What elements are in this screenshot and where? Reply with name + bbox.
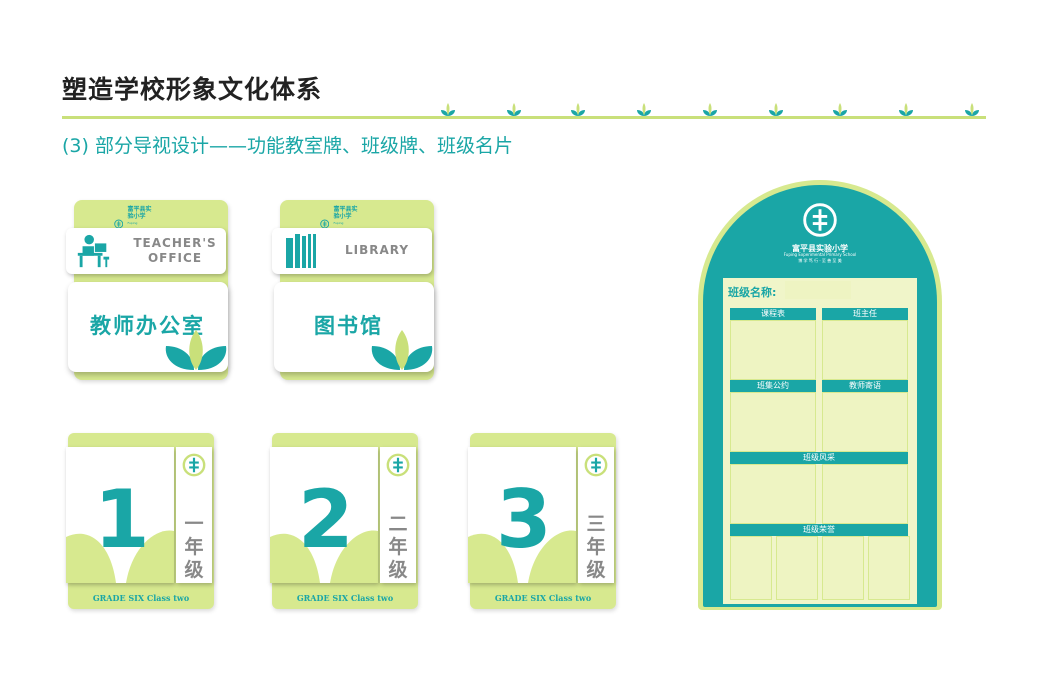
sign-chinese-label: 图书馆 <box>314 314 383 338</box>
grade-footer: GRADE SIX Class two <box>92 593 190 603</box>
section-panel-schedule <box>730 320 816 380</box>
grade-name: 一年级 <box>184 513 204 581</box>
class-name-field <box>785 281 851 299</box>
sprout-icon <box>964 101 980 117</box>
title-divider <box>62 116 986 119</box>
leaf-decoration-icon <box>165 330 227 370</box>
sign-english-strip: TEACHER'S OFFICE <box>66 228 226 274</box>
teacher-desk-icon <box>77 234 110 268</box>
page-title: 塑造学校形象文化体系 <box>62 75 323 104</box>
class-name-label: 班级名称: <box>728 286 777 299</box>
sprout-icon <box>636 101 652 117</box>
section-panel-teacher-message <box>822 392 908 452</box>
section-panel-showcase-left <box>730 464 816 524</box>
sprout-icon <box>702 101 718 117</box>
grade-number-panel: 3 <box>468 447 576 583</box>
sign-main-panel: 图书馆 <box>274 282 434 372</box>
grade-number-panel: 2 <box>270 447 378 583</box>
grade-footer: GRADE SIX Class two <box>296 593 394 603</box>
sign-main-panel: 教师办公室 <box>68 282 228 372</box>
class-bulletin-board: 富平县实验小学 Fuping Experimental Primary Scho… <box>698 180 942 610</box>
sprout-icon <box>440 101 456 117</box>
board-school-motto: 博 学 笃 行 · 至 善 至 美 <box>798 258 842 263</box>
grade-side-panel <box>380 447 416 583</box>
school-logo-icon <box>386 453 410 477</box>
leaf-background-icon <box>66 530 174 583</box>
section-panel-honor-1 <box>730 536 772 600</box>
section-header-class-honors: 班级荣誉 <box>730 524 908 536</box>
sprout-icon <box>832 101 848 117</box>
board-school-english-name: Fuping Experimental Primary School <box>783 252 857 257</box>
grade-footer: GRADE SIX Class two <box>494 593 592 603</box>
leaf-background-icon <box>468 530 576 583</box>
section-header-teacher-message: 教师寄语 <box>822 380 908 392</box>
section-panel-honor-4 <box>868 536 910 600</box>
grade-number: 1 <box>94 473 150 566</box>
school-logo-icon <box>803 203 837 237</box>
grade-name: 三年级 <box>586 513 606 581</box>
sign-english-label: TEACHER'S OFFICE <box>133 236 217 265</box>
sprout-icon <box>570 101 586 117</box>
grade-sign-1: 1 一年级 GRADE SIX Class two <box>66 433 214 609</box>
grade-number-panel: 1 <box>66 447 174 583</box>
school-logo-icon <box>114 219 124 228</box>
sprout-icon <box>768 101 784 117</box>
school-name: 富平县实验小学 <box>127 206 152 220</box>
board-school-name: 富平县实验小学 <box>792 244 848 253</box>
section-header-schedule: 课程表 <box>730 308 816 320</box>
section-panel-class-rules <box>730 392 816 452</box>
grade-number: 3 <box>496 473 552 566</box>
grade-side-panel <box>578 447 614 583</box>
school-logo-icon <box>320 219 330 228</box>
sprout-icon <box>506 101 522 117</box>
section-header-class-showcase: 班级风采 <box>730 452 908 464</box>
section-panel-honor-3 <box>822 536 864 600</box>
grade-sign-2: 2 二年级 GRADE SIX Class two <box>270 433 418 609</box>
grade-sign-3: 3 三年级 GRADE SIX Class two <box>468 433 616 609</box>
page-subtitle: (3) 部分导视设计——功能教室牌、班级牌、班级名片 <box>62 135 513 157</box>
section-panel-head-teacher <box>822 320 908 380</box>
grade-name: 二年级 <box>388 513 408 581</box>
leaf-decoration-icon <box>371 330 433 370</box>
sign-english-label: LIBRARY <box>344 243 410 257</box>
school-logo-icon <box>182 453 206 477</box>
grade-number: 2 <box>298 473 354 566</box>
sign-english-strip: LIBRARY <box>272 228 432 274</box>
school-logo-icon <box>584 453 608 477</box>
sprout-icon <box>898 101 914 117</box>
leaf-background-icon <box>270 530 378 583</box>
books-icon <box>286 234 316 268</box>
sign-chinese-label: 教师办公室 <box>90 314 205 338</box>
school-name: 富平县实验小学 <box>333 206 358 220</box>
grade-side-panel <box>176 447 212 583</box>
section-panel-honor-2 <box>776 536 818 600</box>
section-header-head-teacher: 班主任 <box>822 308 908 320</box>
section-panel-showcase-right <box>822 464 908 524</box>
section-header-class-rules: 班集公约 <box>730 380 816 392</box>
